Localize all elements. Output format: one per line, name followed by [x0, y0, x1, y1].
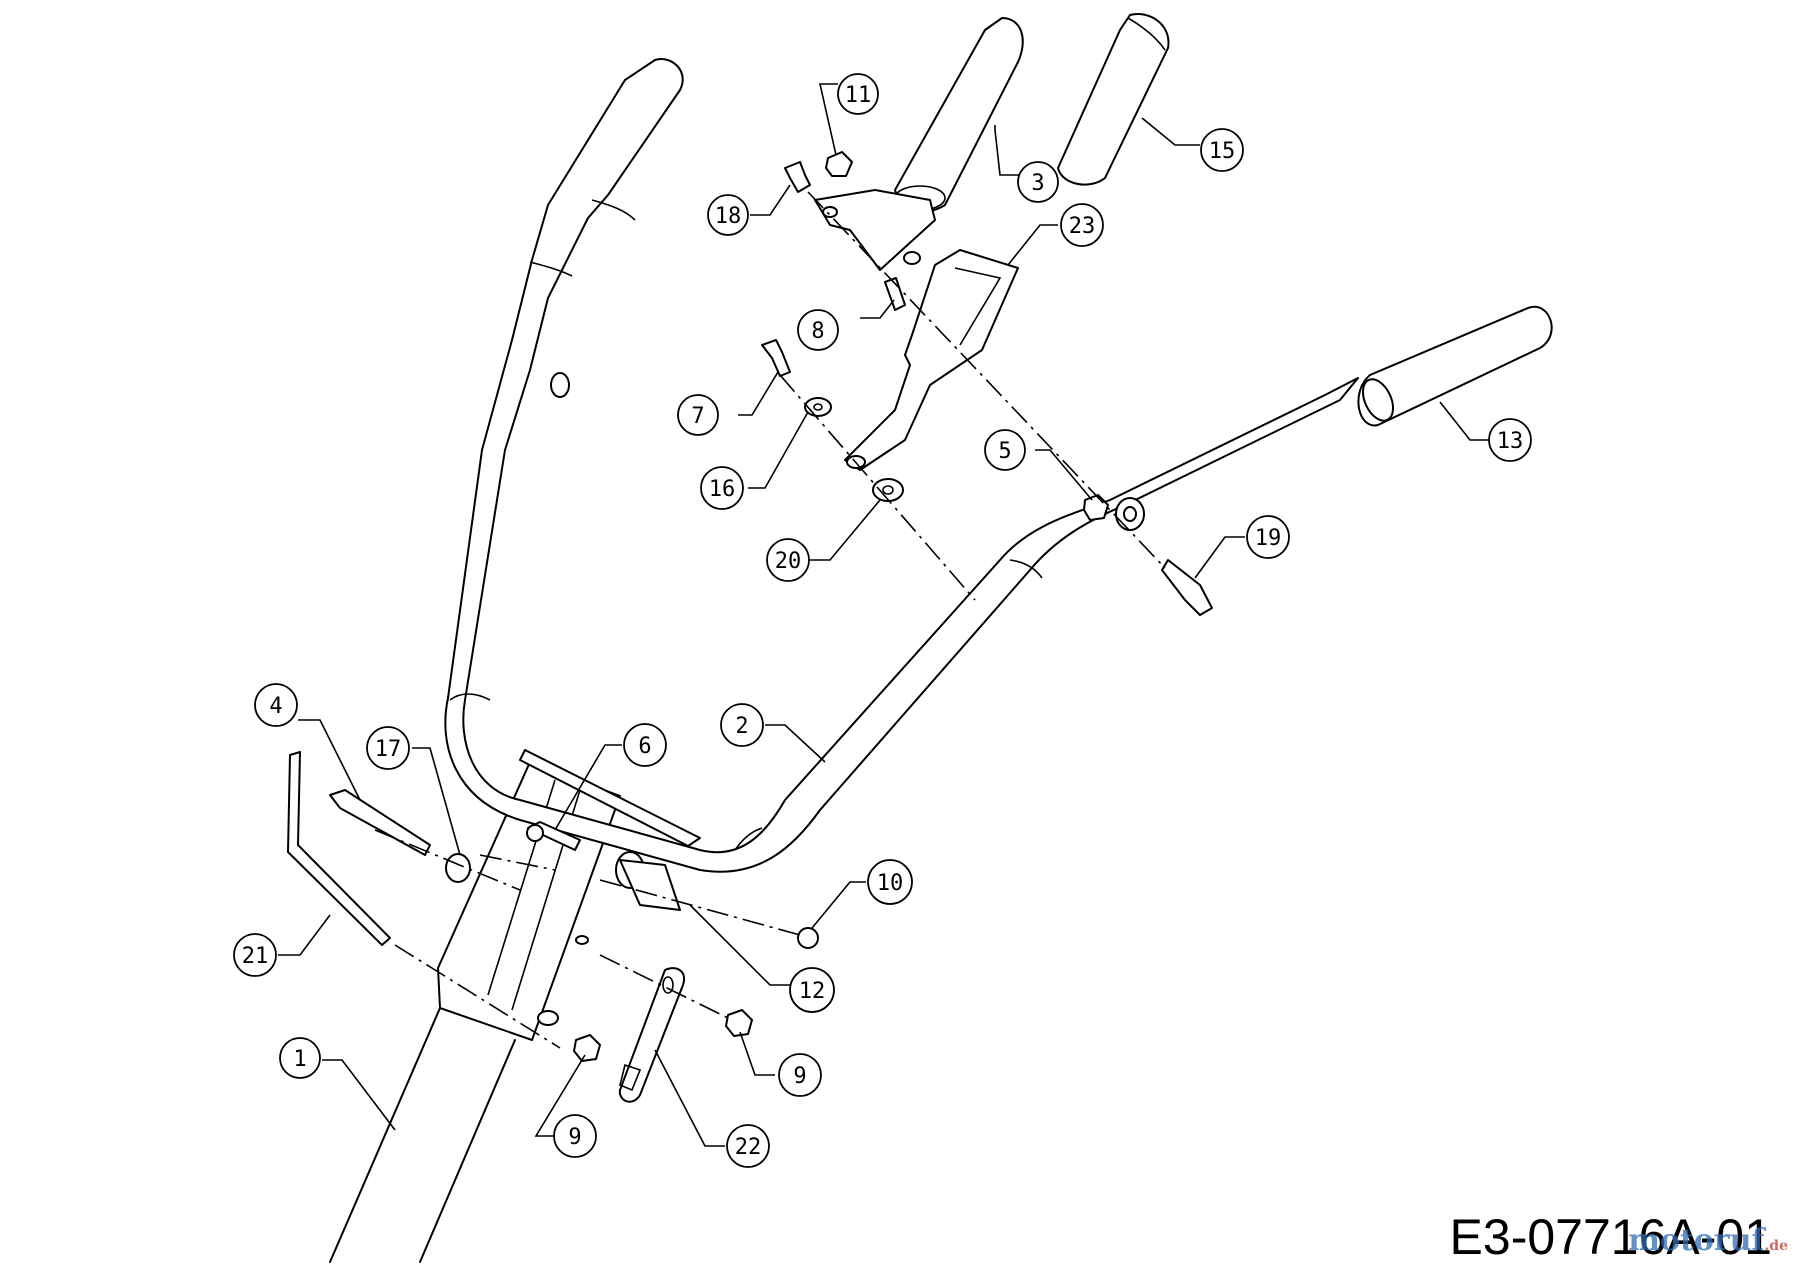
callout-16-label: 16 [709, 477, 736, 502]
callout-10-label: 10 [877, 871, 904, 896]
callout-8: 8 [797, 309, 839, 351]
callout-4: 4 [254, 683, 298, 727]
callout-8-label: 8 [811, 319, 824, 344]
grip-part-3 [894, 17, 1024, 213]
washer-part-17 [445, 853, 471, 883]
bolt-part-4 [329, 789, 431, 856]
washer-part-16 [804, 397, 832, 417]
stud-part-8 [884, 277, 906, 311]
lower-tube-part-1 [329, 1007, 516, 1263]
callout-11-label: 11 [845, 83, 872, 108]
callout-13: 13 [1488, 418, 1532, 462]
bolt-part-18 [784, 161, 811, 193]
callout-9a-label: 9 [568, 1125, 581, 1150]
callout-23: 23 [1060, 203, 1104, 247]
callout-2: 2 [720, 703, 764, 747]
lever-bracket-part-23 [844, 249, 1019, 471]
callout-4-label: 4 [269, 694, 282, 719]
strap-part-22 [618, 967, 686, 1103]
nut-part-9-right [725, 1009, 753, 1037]
callout-16: 16 [700, 466, 744, 510]
callout-3-label: 3 [1031, 171, 1044, 196]
callout-9-left: 9 [553, 1114, 597, 1158]
callout-13-label: 13 [1497, 429, 1524, 454]
callout-23-label: 23 [1069, 214, 1096, 239]
callout-11: 11 [837, 73, 879, 115]
callout-5-label: 5 [998, 439, 1011, 464]
grip-bracket [814, 189, 936, 271]
grip-sleeve-part-15 [1057, 13, 1170, 186]
callout-21-label: 21 [242, 944, 269, 969]
nut-part-9-left [573, 1034, 601, 1062]
callout-22-label: 22 [735, 1135, 762, 1160]
watermark-suffix: .de [1764, 1238, 1788, 1254]
right-grip-part-13 [1357, 305, 1553, 427]
bolt-part-19 [1161, 559, 1213, 616]
callout-21: 21 [233, 933, 277, 977]
nut-part-10 [797, 927, 819, 949]
nut-part-5 [1083, 494, 1109, 521]
callout-7: 7 [677, 394, 719, 436]
washer-part-20 [872, 478, 904, 502]
callout-1: 1 [279, 1037, 321, 1079]
leader-lines [278, 83, 1490, 1147]
callout-3: 3 [1017, 161, 1059, 203]
bolt-part-6 [526, 821, 581, 851]
callout-18-label: 18 [715, 204, 742, 229]
callout-19: 19 [1246, 515, 1290, 559]
callout-20-label: 20 [775, 549, 802, 574]
callout-15: 15 [1200, 128, 1244, 172]
callout-6-label: 6 [638, 734, 651, 759]
callout-17-label: 17 [375, 737, 402, 762]
callout-7-label: 7 [691, 404, 704, 429]
watermark-logo: motoruf.de [1628, 1223, 1788, 1258]
bolt-part-7 [761, 339, 791, 377]
callout-18: 18 [707, 194, 749, 236]
watermark-text: motoruf [1628, 1223, 1765, 1258]
callout-9-right: 9 [778, 1053, 822, 1097]
callout-22: 22 [726, 1124, 770, 1168]
callout-12-label: 12 [799, 979, 826, 1004]
callout-5: 5 [984, 429, 1026, 471]
bent-pin-part-21 [287, 751, 391, 946]
callout-20: 20 [766, 538, 810, 582]
callout-1-label: 1 [293, 1047, 306, 1072]
assembly-lines [374, 191, 1166, 1049]
callout-12: 12 [789, 967, 835, 1013]
callout-19-label: 19 [1255, 526, 1282, 551]
callout-17: 17 [366, 726, 410, 770]
callout-2-label: 2 [735, 714, 748, 739]
nut-part-11 [825, 151, 853, 177]
callout-9b-label: 9 [793, 1064, 806, 1089]
callout-15-label: 15 [1209, 139, 1236, 164]
callout-10: 10 [867, 859, 913, 905]
callout-6: 6 [623, 723, 667, 767]
drawing-code: E3-07716A-01 [1449, 1209, 1772, 1265]
